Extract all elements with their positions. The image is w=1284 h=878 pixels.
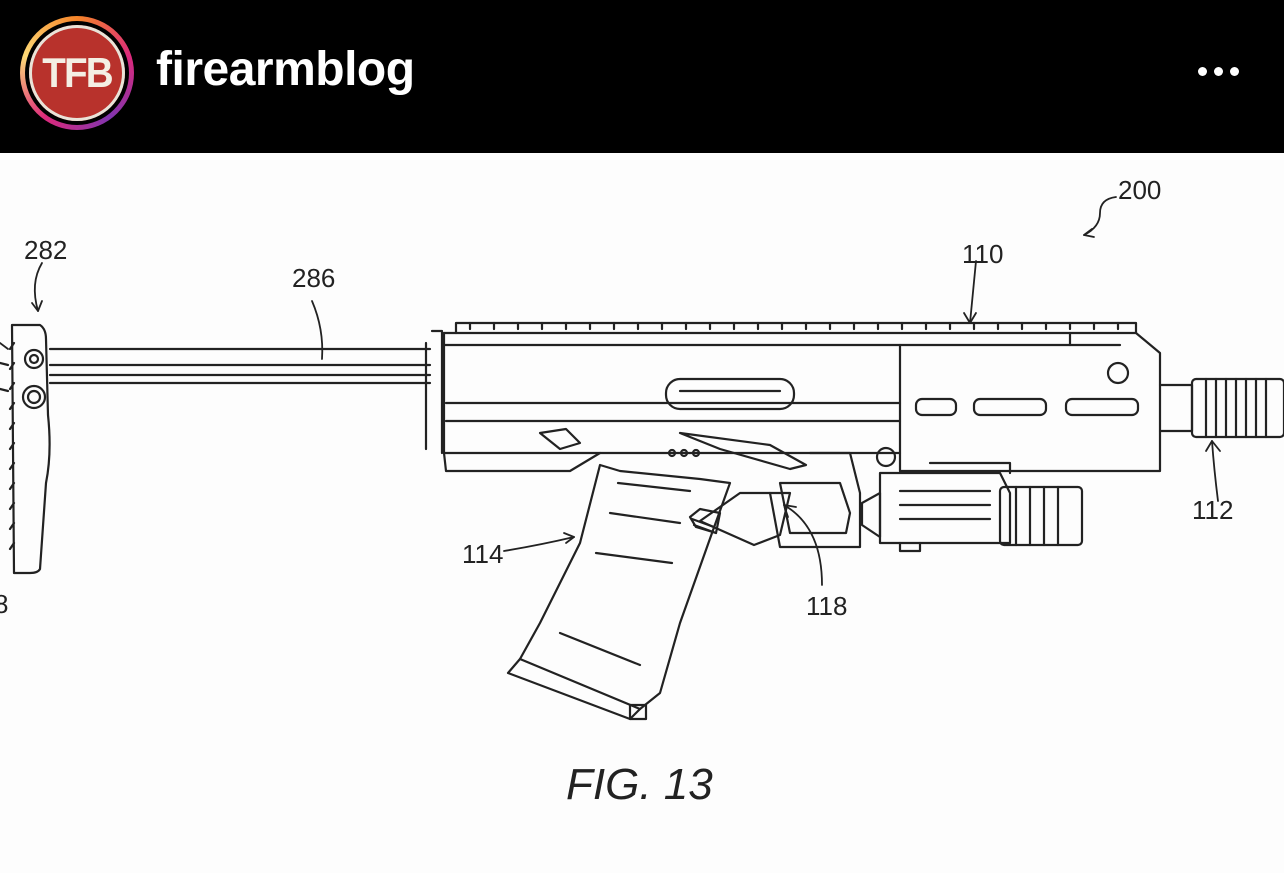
label-112: 112 — [1192, 495, 1233, 525]
figure-caption: FIG. 13 — [566, 760, 713, 809]
weapon-light — [860, 461, 1084, 553]
label-114: 114 — [462, 539, 503, 569]
upper-receiver — [442, 321, 1162, 473]
post-image[interactable]: 200 282 286 110 112 114 118 8 FIG. 13 — [0, 153, 1284, 873]
avatar-logo-text: TFB — [42, 49, 113, 96]
trigger-guard — [688, 491, 792, 547]
tfb-logo-icon: TFB — [29, 25, 125, 121]
username-link[interactable]: firearmblog — [156, 43, 415, 96]
story-ring[interactable]: TFB — [20, 16, 134, 130]
label-110: 110 — [962, 239, 1003, 269]
label-118: 118 — [806, 591, 847, 621]
more-dot-icon — [1214, 67, 1223, 76]
pistol-grip — [506, 463, 732, 721]
stock-rods — [48, 329, 444, 455]
leader-lines — [0, 196, 1221, 586]
more-dot-icon — [1230, 67, 1239, 76]
patent-drawing: 200 282 286 110 112 114 118 8 FIG. 13 — [0, 175, 1284, 809]
reference-labels: 200 282 286 110 112 114 118 8 — [0, 175, 1233, 621]
label-partial: 8 — [0, 589, 8, 619]
more-options-button[interactable] — [1190, 55, 1250, 89]
avatar[interactable]: TFB — [25, 21, 129, 125]
label-200: 200 — [1118, 175, 1161, 205]
lower-receiver — [442, 427, 897, 549]
post-header: TFB firearmblog — [0, 0, 1284, 153]
more-dot-icon — [1198, 67, 1207, 76]
label-286: 286 — [292, 263, 335, 293]
muzzle-device — [1158, 377, 1284, 439]
label-282: 282 — [24, 235, 67, 265]
stock-buttplate — [0, 323, 51, 575]
